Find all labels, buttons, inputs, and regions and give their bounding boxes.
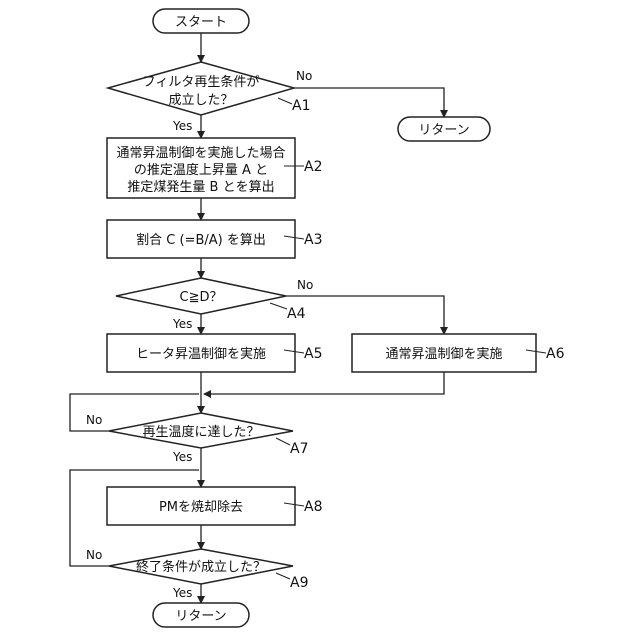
a1-ref-leader xyxy=(278,98,292,104)
a9-ref-leader xyxy=(276,573,290,579)
a1-no-label: No xyxy=(296,69,312,83)
ref-a2: A2 xyxy=(304,159,322,175)
process-a3-text: 割合 C (=B/A) を算出 xyxy=(136,232,266,248)
decision-a4-text: C≧D？ xyxy=(180,290,223,305)
return-terminator-right: リターン xyxy=(398,117,490,141)
a7-yes-label: Yes xyxy=(172,450,192,464)
ref-a7: A7 xyxy=(290,441,308,457)
process-a6: 通常昇温制御を実施 xyxy=(352,334,536,372)
process-a8: PMを焼却除去 xyxy=(107,487,295,525)
process-a5-text: ヒータ昇温制御を実施 xyxy=(136,346,266,362)
process-a3: 割合 C (=B/A) を算出 xyxy=(107,220,295,258)
ref-a8: A8 xyxy=(304,499,322,515)
a4-no-label: No xyxy=(297,278,313,292)
process-a8-text: PMを焼却除去 xyxy=(159,500,243,515)
return-terminator-bottom: リターン xyxy=(153,603,249,627)
a1-yes-label: Yes xyxy=(172,119,192,133)
ref-a6: A6 xyxy=(546,346,565,362)
decision-a1-line1: フィルタ再生条件が xyxy=(143,74,260,90)
a9-yes-label: Yes xyxy=(172,586,192,600)
decision-a7-text: 再生温度に達した？ xyxy=(142,424,259,440)
start-label: スタート xyxy=(175,15,227,30)
a9-no-label: No xyxy=(86,548,102,562)
ref-a3: A3 xyxy=(304,232,322,248)
process-a2-line2: の推定温度上昇量 A と xyxy=(134,162,268,178)
decision-a9: 終了条件が成立した？ xyxy=(109,549,293,584)
process-a5: ヒータ昇温制御を実施 xyxy=(107,334,295,372)
return-bottom-label: リターン xyxy=(175,609,226,624)
process-a2-line3: 推定煤発生量 B とを算出 xyxy=(127,180,274,195)
ref-a9: A9 xyxy=(290,575,308,591)
ref-a1: A1 xyxy=(292,98,310,114)
decision-a9-text: 終了条件が成立した？ xyxy=(136,559,266,575)
start-terminator: スタート xyxy=(153,9,249,33)
return-right-label: リターン xyxy=(418,123,469,138)
a7-no-label: No xyxy=(86,413,102,427)
a7-ref-leader xyxy=(276,438,290,445)
process-a6-text: 通常昇温制御を実施 xyxy=(385,346,502,362)
process-a2-line1: 通常昇温制御を実施した場合 xyxy=(116,145,285,161)
decision-a1: フィルタ再生条件が 成立した？ xyxy=(108,62,294,115)
a4-yes-label: Yes xyxy=(172,317,192,331)
a4-ref-leader xyxy=(270,303,287,309)
decision-a1-line2: 成立した？ xyxy=(168,93,233,108)
process-a2: 通常昇温制御を実施した場合 の推定温度上昇量 A と 推定煤発生量 B とを算出 xyxy=(107,138,295,198)
ref-a4: A4 xyxy=(287,306,306,322)
decision-a7: 再生温度に達した？ xyxy=(109,413,293,448)
decision-a4: C≧D？ xyxy=(116,278,286,314)
ref-a5: A5 xyxy=(304,346,322,362)
